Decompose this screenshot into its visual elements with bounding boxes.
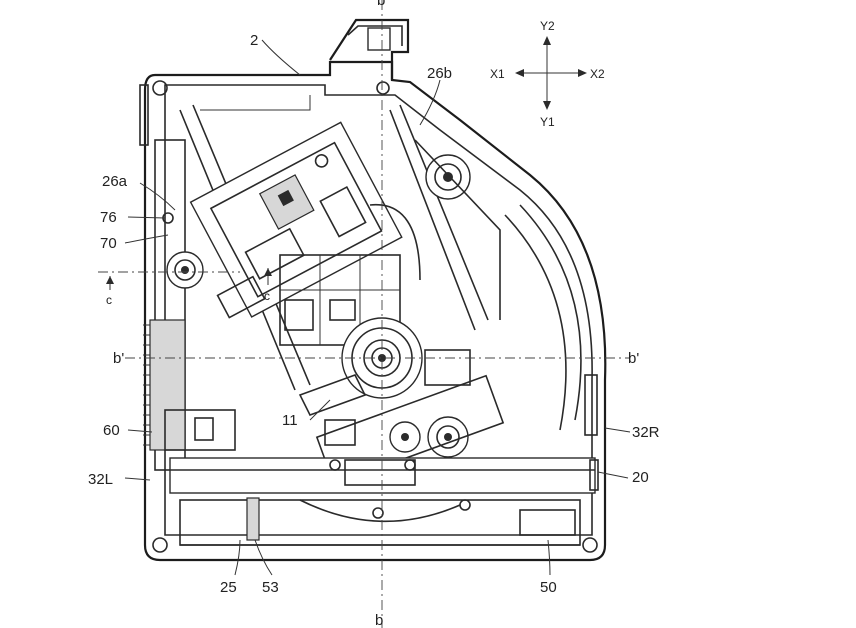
- reference-labels: 2 26b b 26a 76 70 c c b' b' 60 11 32L 32…: [88, 0, 660, 628]
- label-b-prime-left: b': [113, 350, 124, 367]
- tray-bar-20: [169, 457, 599, 494]
- label-26a: 26a: [102, 173, 128, 190]
- lower-rollers: [315, 349, 505, 486]
- direction-indicator: Y2 Y1 X1 X2: [490, 19, 605, 129]
- section-arrows: [106, 268, 272, 290]
- label-2: 2: [250, 32, 258, 49]
- label-32R: 32R: [632, 424, 660, 441]
- label-76: 76: [100, 209, 117, 226]
- center-lines: [98, 0, 630, 628]
- label-70: 70: [100, 235, 117, 252]
- label-60: 60: [103, 422, 120, 439]
- label-11: 11: [282, 412, 298, 429]
- housing-2: [139, 60, 607, 562]
- lever-11: [298, 374, 367, 446]
- label-c-center: c: [264, 289, 270, 303]
- leader-lines: [124, 39, 631, 576]
- pickup-sled: [189, 121, 403, 319]
- axis-label-x1: X1: [490, 67, 505, 81]
- axis-label-y2: Y2: [540, 19, 555, 33]
- disc: [299, 204, 582, 523]
- label-c-left: c: [106, 293, 112, 307]
- label-b-top: b: [377, 0, 385, 9]
- label-32L: 32L: [88, 471, 113, 488]
- left-side-assembly: [143, 139, 236, 471]
- label-b-bottom: b: [375, 612, 383, 628]
- axis-label-x2: X2: [590, 67, 605, 81]
- label-26b: 26b: [427, 65, 452, 82]
- label-20: 20: [632, 469, 649, 486]
- label-50: 50: [540, 579, 557, 596]
- top-mount: [329, 18, 410, 80]
- label-53: 53: [262, 579, 279, 596]
- axis-label-y1: Y1: [540, 115, 555, 129]
- bottom-compartment: [179, 374, 598, 546]
- gear-rack-60: [143, 324, 150, 446]
- roller-26b: [414, 139, 501, 320]
- label-25: 25: [220, 579, 237, 596]
- label-b-prime-right: b': [628, 350, 639, 367]
